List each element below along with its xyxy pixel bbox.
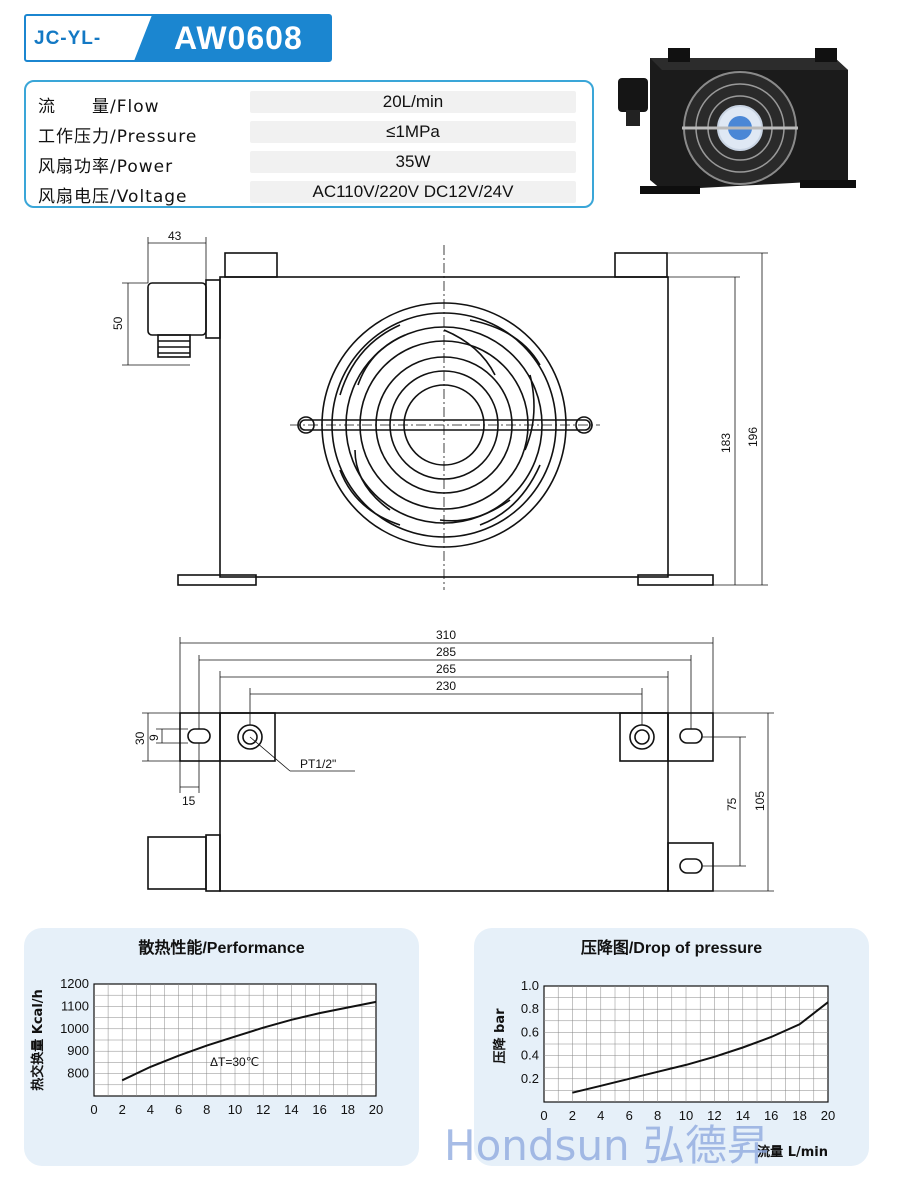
spec-row-voltage: 风扇电压/Voltage AC110V/220V DC12V/24V bbox=[26, 178, 592, 208]
dim-width-265: 265 bbox=[436, 662, 456, 676]
spec-label: 工作压力/Pressure bbox=[38, 127, 198, 147]
spec-row-pressure: 工作压力/Pressure ≤1MPa bbox=[26, 118, 592, 148]
pressure-drop-chart-title: 压降图/Drop of pressure bbox=[580, 940, 763, 957]
pressure-drop-y-tick-label: 0.4 bbox=[521, 1048, 539, 1063]
performance-x-tick-label: 10 bbox=[228, 1102, 242, 1117]
performance-x-tick-label: 4 bbox=[147, 1102, 154, 1117]
dim-width-230: 230 bbox=[436, 679, 456, 693]
pressure-drop-x-tick-label: 18 bbox=[792, 1108, 806, 1123]
product-photo bbox=[610, 40, 860, 210]
dim-connector-width: 43 bbox=[168, 229, 182, 243]
performance-y-axis-label: 热交换量 Kcal/h bbox=[30, 989, 46, 1091]
spec-value: 35W bbox=[250, 151, 576, 173]
pressure-drop-x-tick-label: 10 bbox=[679, 1108, 693, 1123]
performance-y-tick-label: 900 bbox=[67, 1043, 89, 1058]
pressure-drop-series-line bbox=[572, 1001, 829, 1094]
performance-x-tick-label: 2 bbox=[119, 1102, 126, 1117]
performance-chart-panel: 散热性能/Performance 0 2 4 6 8 10 12 14 16 18 20 800 900… bbox=[24, 928, 419, 1166]
pressure-drop-x-tick-label: 6 bbox=[626, 1108, 633, 1123]
pressure-drop-y-tick-label: 1.0 bbox=[521, 978, 539, 993]
spec-value: 20L/min bbox=[250, 91, 576, 113]
pressure-drop-chart-panel: 压降图/Drop of pressure 0 2 4 6 8 10 12 14 16 18 20 0.… bbox=[474, 928, 869, 1166]
performance-annotation: ΔT=30℃ bbox=[210, 1055, 259, 1069]
spec-label: 风扇电压/Voltage bbox=[38, 187, 188, 207]
model-badge: JC-YL- AW0608 bbox=[24, 14, 332, 62]
pressure-drop-y-axis-label: 压降 bar bbox=[492, 1008, 508, 1064]
pressure-drop-x-axis-label: 流量 L/min bbox=[757, 1144, 828, 1160]
spec-table: 流 量/Flow 20L/min 工作压力/Pressure ≤1MPa 风扇功… bbox=[24, 80, 594, 208]
performance-y-tick-label: 1000 bbox=[60, 1021, 89, 1036]
dim-width-310: 310 bbox=[436, 628, 456, 642]
performance-x-tick-label: 0 bbox=[90, 1102, 97, 1117]
spec-value: AC110V/220V DC12V/24V bbox=[250, 181, 576, 203]
model-number: AW0608 bbox=[174, 20, 303, 56]
performance-y-tick-label: 800 bbox=[67, 1066, 89, 1081]
performance-x-tick-label: 8 bbox=[203, 1102, 210, 1117]
dim-connector-height: 50 bbox=[111, 316, 125, 330]
port-label: PT1/2" bbox=[300, 757, 336, 771]
dim-tab-height: 30 bbox=[133, 731, 147, 745]
dim-total-height: 196 bbox=[746, 427, 760, 447]
front-view-drawing: 43 50 183 196 bbox=[111, 229, 768, 590]
model-prefix: JC-YL- bbox=[34, 28, 102, 49]
pressure-drop-y-tick-label: 0.6 bbox=[521, 1024, 539, 1039]
spec-row-flow: 流 量/Flow 20L/min bbox=[26, 88, 592, 118]
performance-x-tick-label: 16 bbox=[312, 1102, 326, 1117]
pressure-drop-y-tick-label: 0.2 bbox=[521, 1071, 539, 1086]
performance-series-line bbox=[121, 1000, 377, 1082]
dim-body-height: 183 bbox=[719, 433, 733, 453]
pressure-drop-x-tick-label: 12 bbox=[707, 1108, 721, 1123]
pressure-drop-x-tick-label: 2 bbox=[569, 1108, 576, 1123]
performance-x-tick-label: 14 bbox=[284, 1102, 298, 1117]
performance-y-tick-label: 1100 bbox=[61, 998, 89, 1013]
spec-label: 风扇功率/Power bbox=[38, 157, 174, 177]
performance-chart-title: 散热性能/Performance bbox=[138, 940, 305, 957]
pressure-drop-y-tick-label: 0.8 bbox=[521, 1001, 539, 1016]
pressure-drop-x-tick-label: 0 bbox=[540, 1108, 547, 1123]
performance-x-tick-label: 18 bbox=[341, 1102, 355, 1117]
pressure-drop-x-tick-label: 4 bbox=[597, 1108, 604, 1123]
bottom-view-drawing: 310 285 265 230 30 9 15 PT1/2" 75 105 bbox=[133, 628, 774, 892]
performance-y-tick-label: 1200 bbox=[60, 976, 89, 991]
pressure-drop-x-tick-label: 14 bbox=[736, 1108, 750, 1123]
dim-slot-height: 9 bbox=[147, 734, 161, 741]
pressure-drop-x-tick-label: 8 bbox=[654, 1108, 661, 1123]
badge-shape bbox=[24, 14, 332, 62]
dim-width-285: 285 bbox=[436, 645, 456, 659]
performance-x-tick-label: 6 bbox=[175, 1102, 182, 1117]
dim-hole-spacing: 75 bbox=[725, 797, 739, 811]
brand-watermark: Hondsun 弘德昇 bbox=[444, 1121, 770, 1170]
spec-row-power: 风扇功率/Power 35W bbox=[26, 148, 592, 178]
dim-depth: 105 bbox=[753, 791, 767, 811]
performance-x-tick-label: 20 bbox=[369, 1102, 383, 1117]
spec-label: 流 量/Flow bbox=[38, 97, 160, 117]
performance-x-tick-label: 12 bbox=[256, 1102, 270, 1117]
pressure-drop-x-tick-label: 16 bbox=[764, 1108, 778, 1123]
spec-value: ≤1MPa bbox=[250, 121, 576, 143]
performance-chart: 0 2 4 6 8 10 12 14 16 18 20 800 900 1000 1100 1200 热交换量 … bbox=[30, 976, 383, 1117]
pressure-drop-chart: 0 2 4 6 8 10 12 14 16 18 20 0.2 0.4 0.6 0.8 1.0 压降 bar 流量… bbox=[492, 978, 835, 1160]
pressure-drop-x-tick-label: 20 bbox=[821, 1108, 835, 1123]
dim-slot-offset: 15 bbox=[182, 794, 196, 808]
